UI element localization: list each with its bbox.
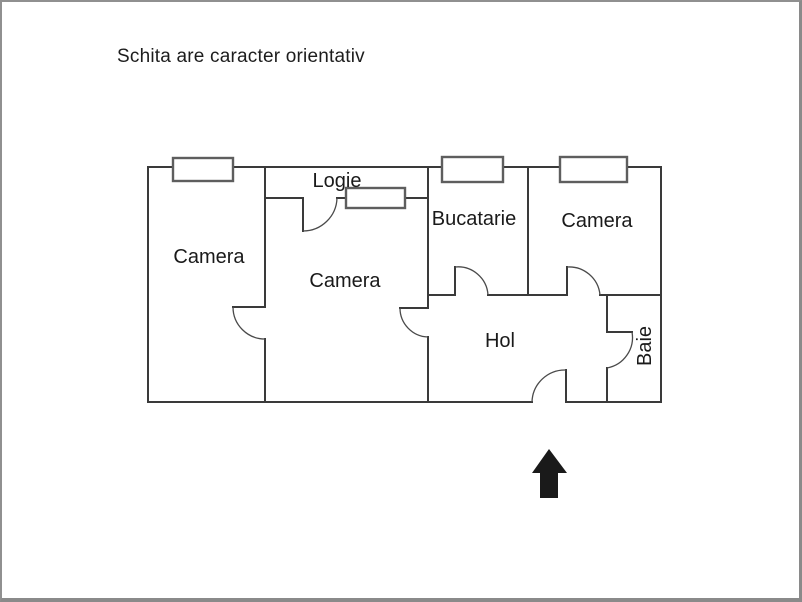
walls	[147, 166, 662, 403]
room-label-camera-left: Camera	[173, 246, 245, 268]
window-logie	[344, 186, 407, 210]
disclaimer-text: Schita are caracter orientativ	[117, 46, 365, 67]
room-label-hol: Hol	[485, 330, 515, 352]
room-label-baie: Baie	[634, 326, 656, 366]
door-arc-baie	[606, 331, 634, 369]
window-bucatarie	[440, 155, 505, 184]
door-arc-camera-right	[566, 266, 601, 296]
door-arcs	[232, 197, 634, 403]
door-arc-camera-middle	[399, 307, 429, 338]
room-label-bucatarie: Bucatarie	[432, 208, 517, 230]
window-camera-right	[558, 155, 629, 184]
room-label-logie: Logie	[313, 170, 362, 192]
interior-walls	[264, 166, 662, 403]
door-arc-logie	[302, 197, 338, 232]
north-arrow-icon	[532, 449, 567, 498]
outer-walls	[147, 166, 662, 403]
door-arc-camera-left	[232, 306, 266, 340]
door-arc-bucatarie	[454, 266, 489, 296]
door-leaves	[232, 197, 633, 403]
door-arc-entrance	[531, 369, 567, 403]
room-label-camera-right: Camera	[561, 210, 633, 232]
windows	[171, 155, 629, 210]
window-camera-left	[171, 156, 235, 183]
room-labels: Camera Logie Camera Bucatarie Camera Hol…	[173, 170, 656, 366]
room-label-camera-middle: Camera	[309, 270, 381, 292]
